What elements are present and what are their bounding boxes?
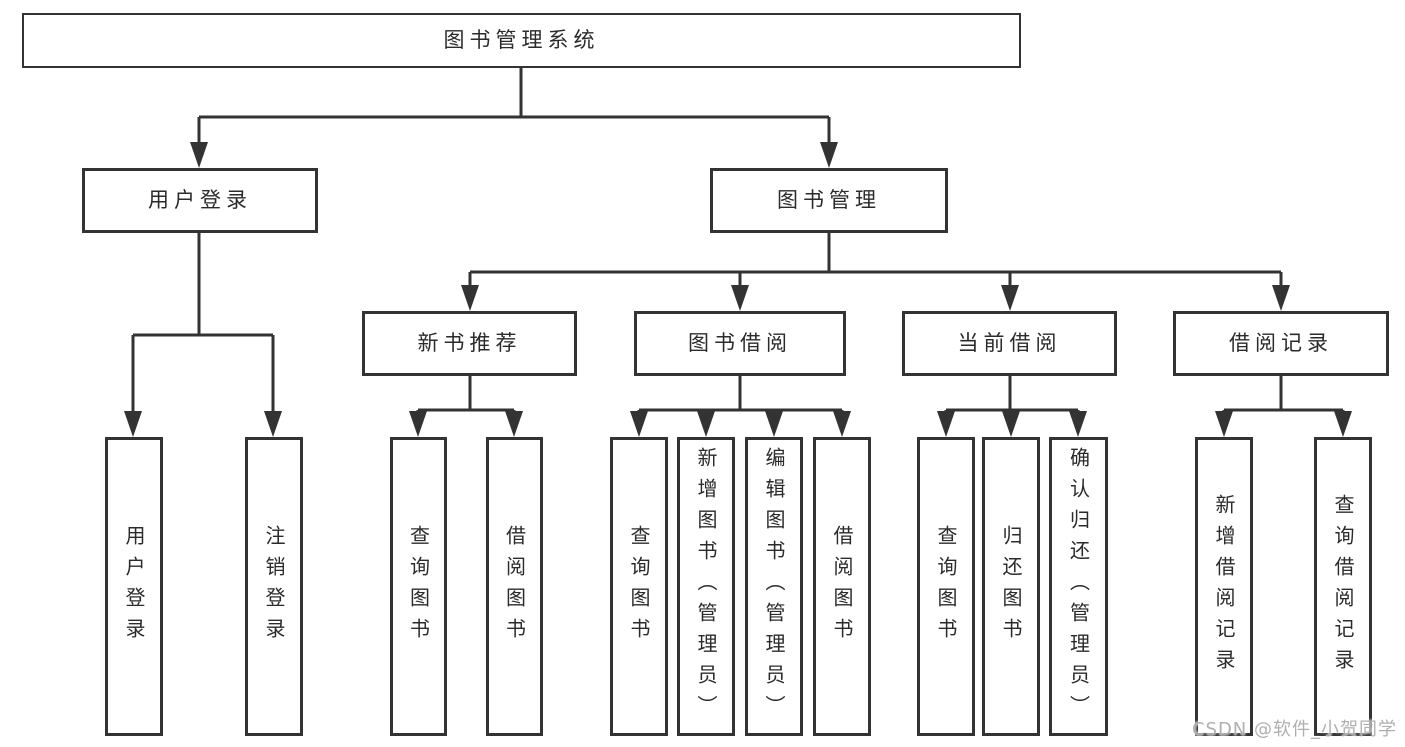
arrow-down-icon (264, 411, 282, 437)
node-leaf-user-login: 用户登录 (105, 437, 163, 736)
node-label: 查询图书 (627, 524, 651, 649)
arrow-down-icon (1069, 411, 1087, 437)
arrow-down-icon (937, 411, 955, 437)
arrow-down-icon (1001, 285, 1019, 311)
node-label: 用户登录 (122, 524, 146, 649)
node-leaf-borrow-books-2: 借阅图书 (813, 437, 871, 736)
node-book-borrow: 图书借阅 (634, 311, 846, 376)
node-user-login-branch: 用户登录 (82, 168, 318, 233)
arrow-down-icon (1334, 411, 1352, 437)
node-label: 图书借阅 (688, 331, 792, 355)
watermark: CSDN @软件_小贺同学 (1191, 719, 1397, 740)
node-label: 归还图书 (999, 524, 1023, 649)
connector-current-borrow-branch (937, 376, 1087, 437)
node-leaf-query-books-3: 查询图书 (917, 437, 975, 736)
arrow-down-icon (833, 411, 851, 437)
connector-borrow-records-branch (1215, 376, 1352, 437)
node-leaf-confirm-return-admin: 确认归还（管理员） (1049, 437, 1108, 736)
connector-user-login-branch (124, 233, 282, 437)
node-borrow-records: 借阅记录 (1173, 311, 1389, 376)
arrow-down-icon (820, 142, 838, 168)
node-label: 用户登录 (148, 188, 252, 212)
connector-new-book-recommend-branch (409, 376, 523, 437)
node-label: 图书管理系统 (443, 28, 600, 52)
node-leaf-query-borrow-record: 查询借阅记录 (1314, 437, 1372, 736)
node-label: 查询图书 (934, 524, 958, 649)
node-leaf-logout: 注销登录 (245, 437, 303, 736)
node-label: 查询借阅记录 (1331, 493, 1355, 680)
node-leaf-query-books-1: 查询图书 (390, 437, 447, 736)
arrow-down-icon (765, 411, 783, 437)
node-label: 借阅记录 (1229, 331, 1333, 355)
node-label: 借阅图书 (502, 524, 527, 649)
node-leaf-add-book-admin: 新增图书（管理员） (677, 437, 735, 736)
node-label: 新增借阅记录 (1212, 493, 1236, 680)
connector-book-borrow-branch (630, 376, 851, 437)
node-leaf-add-borrow-record: 新增借阅记录 (1195, 437, 1253, 736)
arrow-down-icon (1215, 411, 1233, 437)
node-label: 新书推荐 (417, 331, 522, 355)
node-leaf-query-books-2: 查询图书 (610, 437, 668, 736)
arrow-down-icon (409, 411, 427, 437)
node-label: 注销登录 (262, 524, 286, 649)
node-library-management-system: 图书管理系统 (22, 13, 1021, 68)
node-leaf-borrow-books-1: 借阅图书 (486, 437, 543, 736)
arrow-down-icon (697, 411, 715, 437)
arrow-down-icon (1002, 411, 1020, 437)
node-leaf-edit-book-admin: 编辑图书（管理员） (745, 437, 803, 736)
arrow-down-icon (461, 285, 479, 311)
node-label: 新增图书（管理员） (694, 447, 718, 726)
arrow-down-icon (731, 285, 749, 311)
arrow-down-icon (124, 411, 142, 437)
connector-root-to-level2 (190, 68, 838, 168)
arrow-down-icon (505, 411, 523, 437)
node-book-management: 图书管理 (710, 168, 948, 233)
arrow-down-icon (1272, 285, 1290, 311)
node-label: 编辑图书（管理员） (762, 447, 786, 726)
arrow-down-icon (630, 411, 648, 437)
node-label: 当前借阅 (957, 331, 1062, 355)
node-current-borrow: 当前借阅 (902, 311, 1117, 376)
node-label: 借阅图书 (830, 524, 854, 649)
node-label: 确认归还（管理员） (1066, 447, 1091, 726)
node-new-book-recommend: 新书推荐 (362, 311, 577, 376)
node-label: 查询图书 (406, 524, 431, 649)
node-label: 图书管理 (777, 188, 881, 212)
arrow-down-icon (190, 142, 208, 168)
node-leaf-return-books: 归还图书 (982, 437, 1040, 736)
connector-book-management-branch (461, 233, 1290, 311)
